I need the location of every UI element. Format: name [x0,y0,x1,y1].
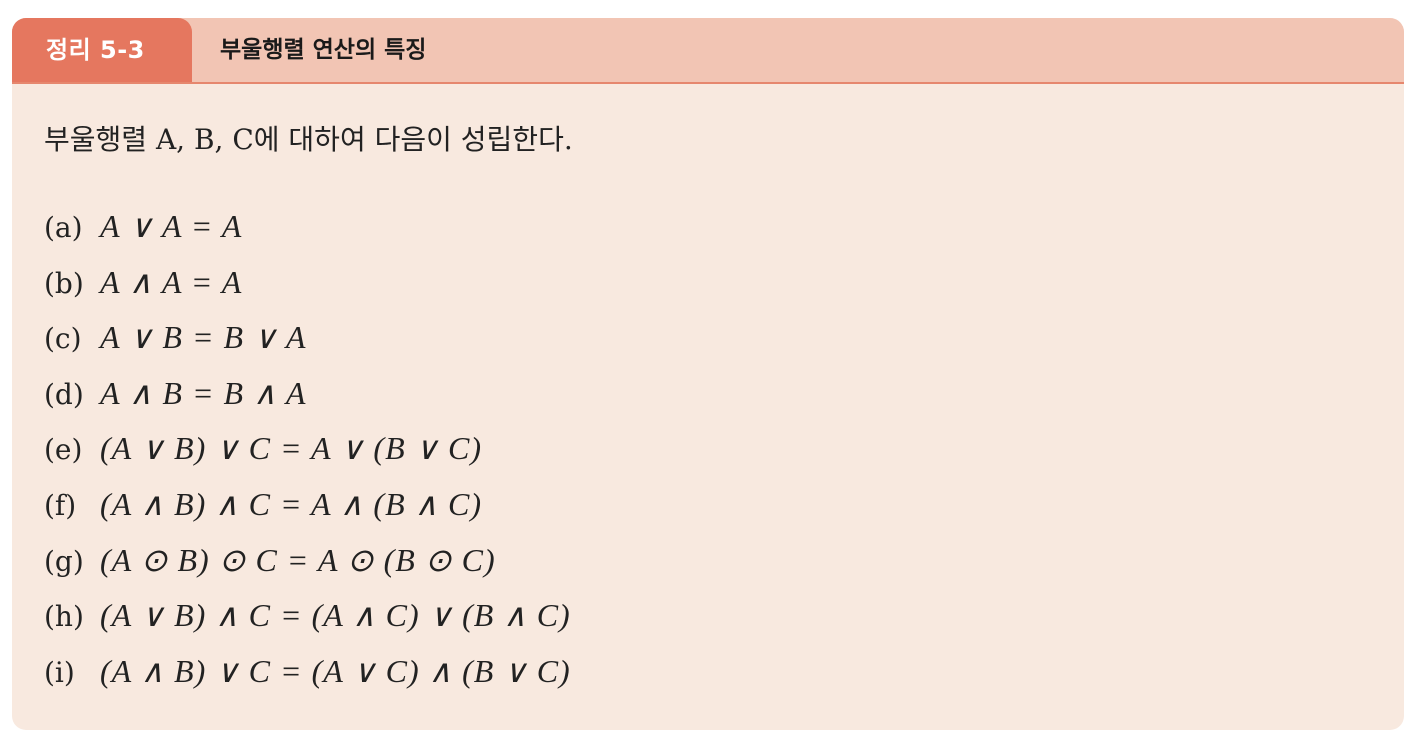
property-item-h: (h) (A ∨ B) ∧ C = (A ∧ C) ∨ (B ∧ C) [44,593,571,649]
property-item-a: (a) A ∨ A = A [44,204,571,260]
property-formula: (A ∨ B) ∨ C = A ∨ (B ∨ C) [100,430,483,467]
property-label: (g) [44,544,84,578]
property-formula: (A ∧ B) ∧ C = A ∧ (B ∧ C) [100,485,483,522]
property-item-g: (g) (A ⊙ B) ⊙ C = A ⊙ (B ⊙ C) [44,538,571,594]
property-item-c: (c) A ∨ B = B ∨ A [44,315,571,371]
property-label: (b) [44,266,84,300]
property-label: (f) [44,488,77,522]
property-formula: (A ⊙ B) ⊙ C = A ⊙ (B ⊙ C) [100,541,496,578]
property-label: (h) [44,600,84,634]
property-label: (e) [44,433,83,467]
property-item-b: (b) A ∧ A = A [44,260,571,316]
property-label: (d) [44,377,84,411]
property-formula: A ∧ B = B ∧ A [100,374,307,411]
property-formula: (A ∧ B) ∨ C = (A ∨ C) ∧ (B ∨ C) [100,652,571,689]
theorem-number-badge: 정리 5-3 [12,18,192,82]
property-formula: A ∧ A = A [100,263,243,300]
property-label: (i) [44,655,75,689]
property-label: (c) [44,322,82,356]
property-item-f: (f) (A ∧ B) ∧ C = A ∧ (B ∧ C) [44,482,571,538]
property-list: (a) A ∨ A = A (b) A ∧ A = A (c) A ∨ B = B ∨… [44,204,571,704]
theorem-box: 정리 5-3 부울행렬 연산의 특징 부울행렬 A, B, C에 대하여 다음이… [12,18,1404,730]
theorem-statement: 부울행렬 A, B, C에 대하여 다음이 성립한다. [44,123,573,156]
property-item-e: (e) (A ∨ B) ∨ C = A ∨ (B ∨ C) [44,426,571,482]
property-item-i: (i) (A ∧ B) ∨ C = (A ∨ C) ∧ (B ∨ C) [44,649,571,705]
property-formula: (A ∨ B) ∧ C = (A ∧ C) ∨ (B ∧ C) [100,597,571,634]
theorem-title: 부울행렬 연산의 특징 [220,37,427,63]
property-formula: A ∨ B = B ∨ A [100,319,307,356]
property-item-d: (d) A ∧ B = B ∧ A [44,371,571,427]
theorem-header: 정리 5-3 부울행렬 연산의 특징 [12,18,1404,84]
property-formula: A ∨ A = A [100,208,243,244]
property-label: (a) [44,211,83,244]
